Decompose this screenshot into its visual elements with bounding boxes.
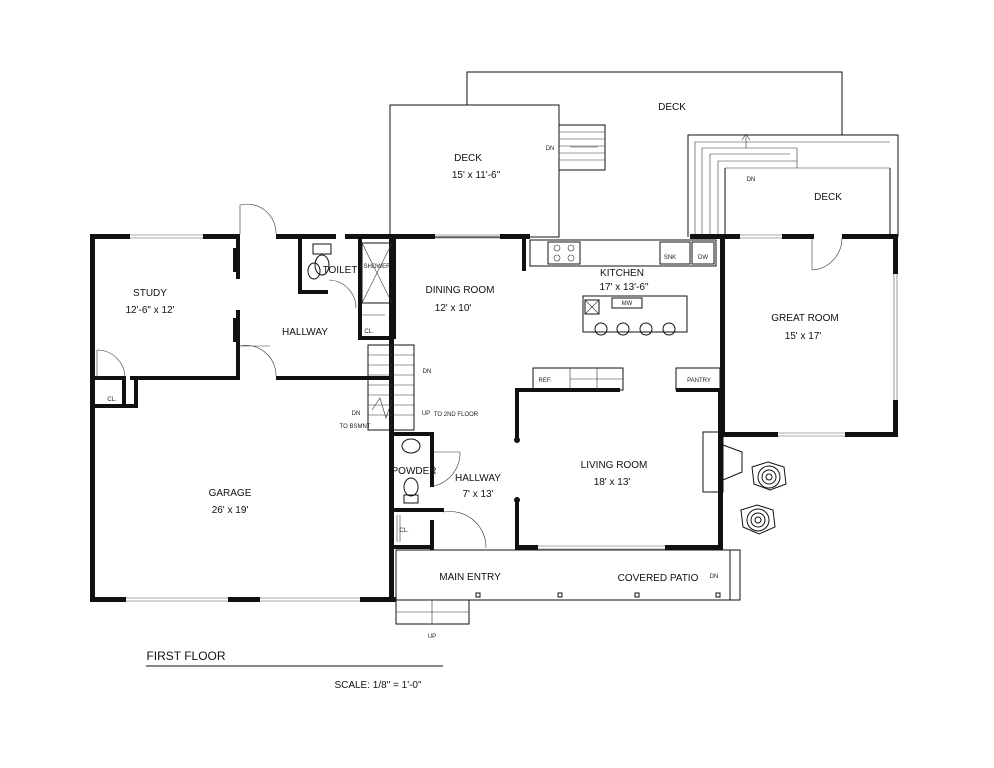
exterior-walls [90,234,898,602]
deck-right-steps [687,133,899,237]
label-closet-study: CL. [107,397,117,403]
label-dn-patio: DN [710,574,719,580]
label-closet-lower: CL. [399,528,409,534]
windows [126,234,898,602]
label-covered-patio: COVERED PATIO [618,573,699,584]
fireplaces [702,431,787,535]
drawing-title: FIRST FLOOR [146,649,225,663]
label-main-entry: MAIN ENTRY [439,572,501,583]
label-to-second: TO 2ND FLOOR [434,412,479,418]
label-sink: SNK [664,255,676,261]
fire-pit-2 [740,504,776,535]
toilet-fixture [307,243,332,280]
label-deck-left: DECK [454,153,482,164]
label-kitchen-size: 17' x 13'-6" [599,282,649,293]
label-hallway-lower: HALLWAY [455,473,501,484]
fire-pit-1 [751,461,787,491]
label-hallway-upper: HALLWAY [282,327,328,338]
deck-stairs [558,124,606,171]
label-living-size: 18' x 13' [594,477,631,488]
label-study: STUDY [133,288,167,299]
decks [389,71,899,238]
patio [395,549,741,625]
label-up-second: UP [422,411,430,417]
label-deck-right: DECK [814,192,842,203]
kitchen-fixtures [514,239,721,503]
label-to-basement: TO BSMNT [340,424,371,430]
label-hallway-lower-size: 7' x 13' [462,489,493,500]
label-deck-top: DECK [658,102,686,113]
doors [96,203,843,549]
label-up-entry: UP [428,634,436,640]
label-dn-deck: DN [546,146,555,152]
label-kitchen: KITCHEN [600,268,644,279]
label-shower: SHOWER [364,264,392,270]
label-garage: GARAGE [209,488,252,499]
label-dn-deck-right: DN [747,177,756,183]
interior-walls [95,236,723,550]
label-deck-left-size: 15' x 11'-6" [452,170,501,181]
powder-fixtures [401,438,421,504]
label-study-size: 12'-6" x 12' [125,305,174,316]
label-garage-size: 26' x 19' [212,505,249,516]
label-pantry: PANTRY [687,378,711,384]
closet-shelves [233,248,401,542]
labels: DECK DECK 15' x 11'-6" DECK STUDY 12'-6"… [107,102,842,691]
label-microwave: MW [622,301,633,307]
label-great-room-size: 15' x 17' [785,331,822,342]
label-great-room: GREAT ROOM [771,313,838,324]
label-dn-basement: DN [352,411,361,417]
label-refrigerator: REF. [538,378,551,384]
label-dn-hall: DN [423,369,432,375]
shower [361,242,393,304]
label-living: LIVING ROOM [581,460,648,471]
label-dishwasher: DW [698,255,708,261]
label-toilet: TOILET [323,265,358,276]
label-dining-size: 12' x 10' [435,303,472,314]
label-dining: DINING ROOM [426,285,495,296]
interior-stairs [367,344,415,431]
label-closet-upper: CL. [364,329,374,335]
label-powder: POWDER [392,466,437,477]
drawing-scale: SCALE: 1/8" = 1'-0" [334,680,422,691]
